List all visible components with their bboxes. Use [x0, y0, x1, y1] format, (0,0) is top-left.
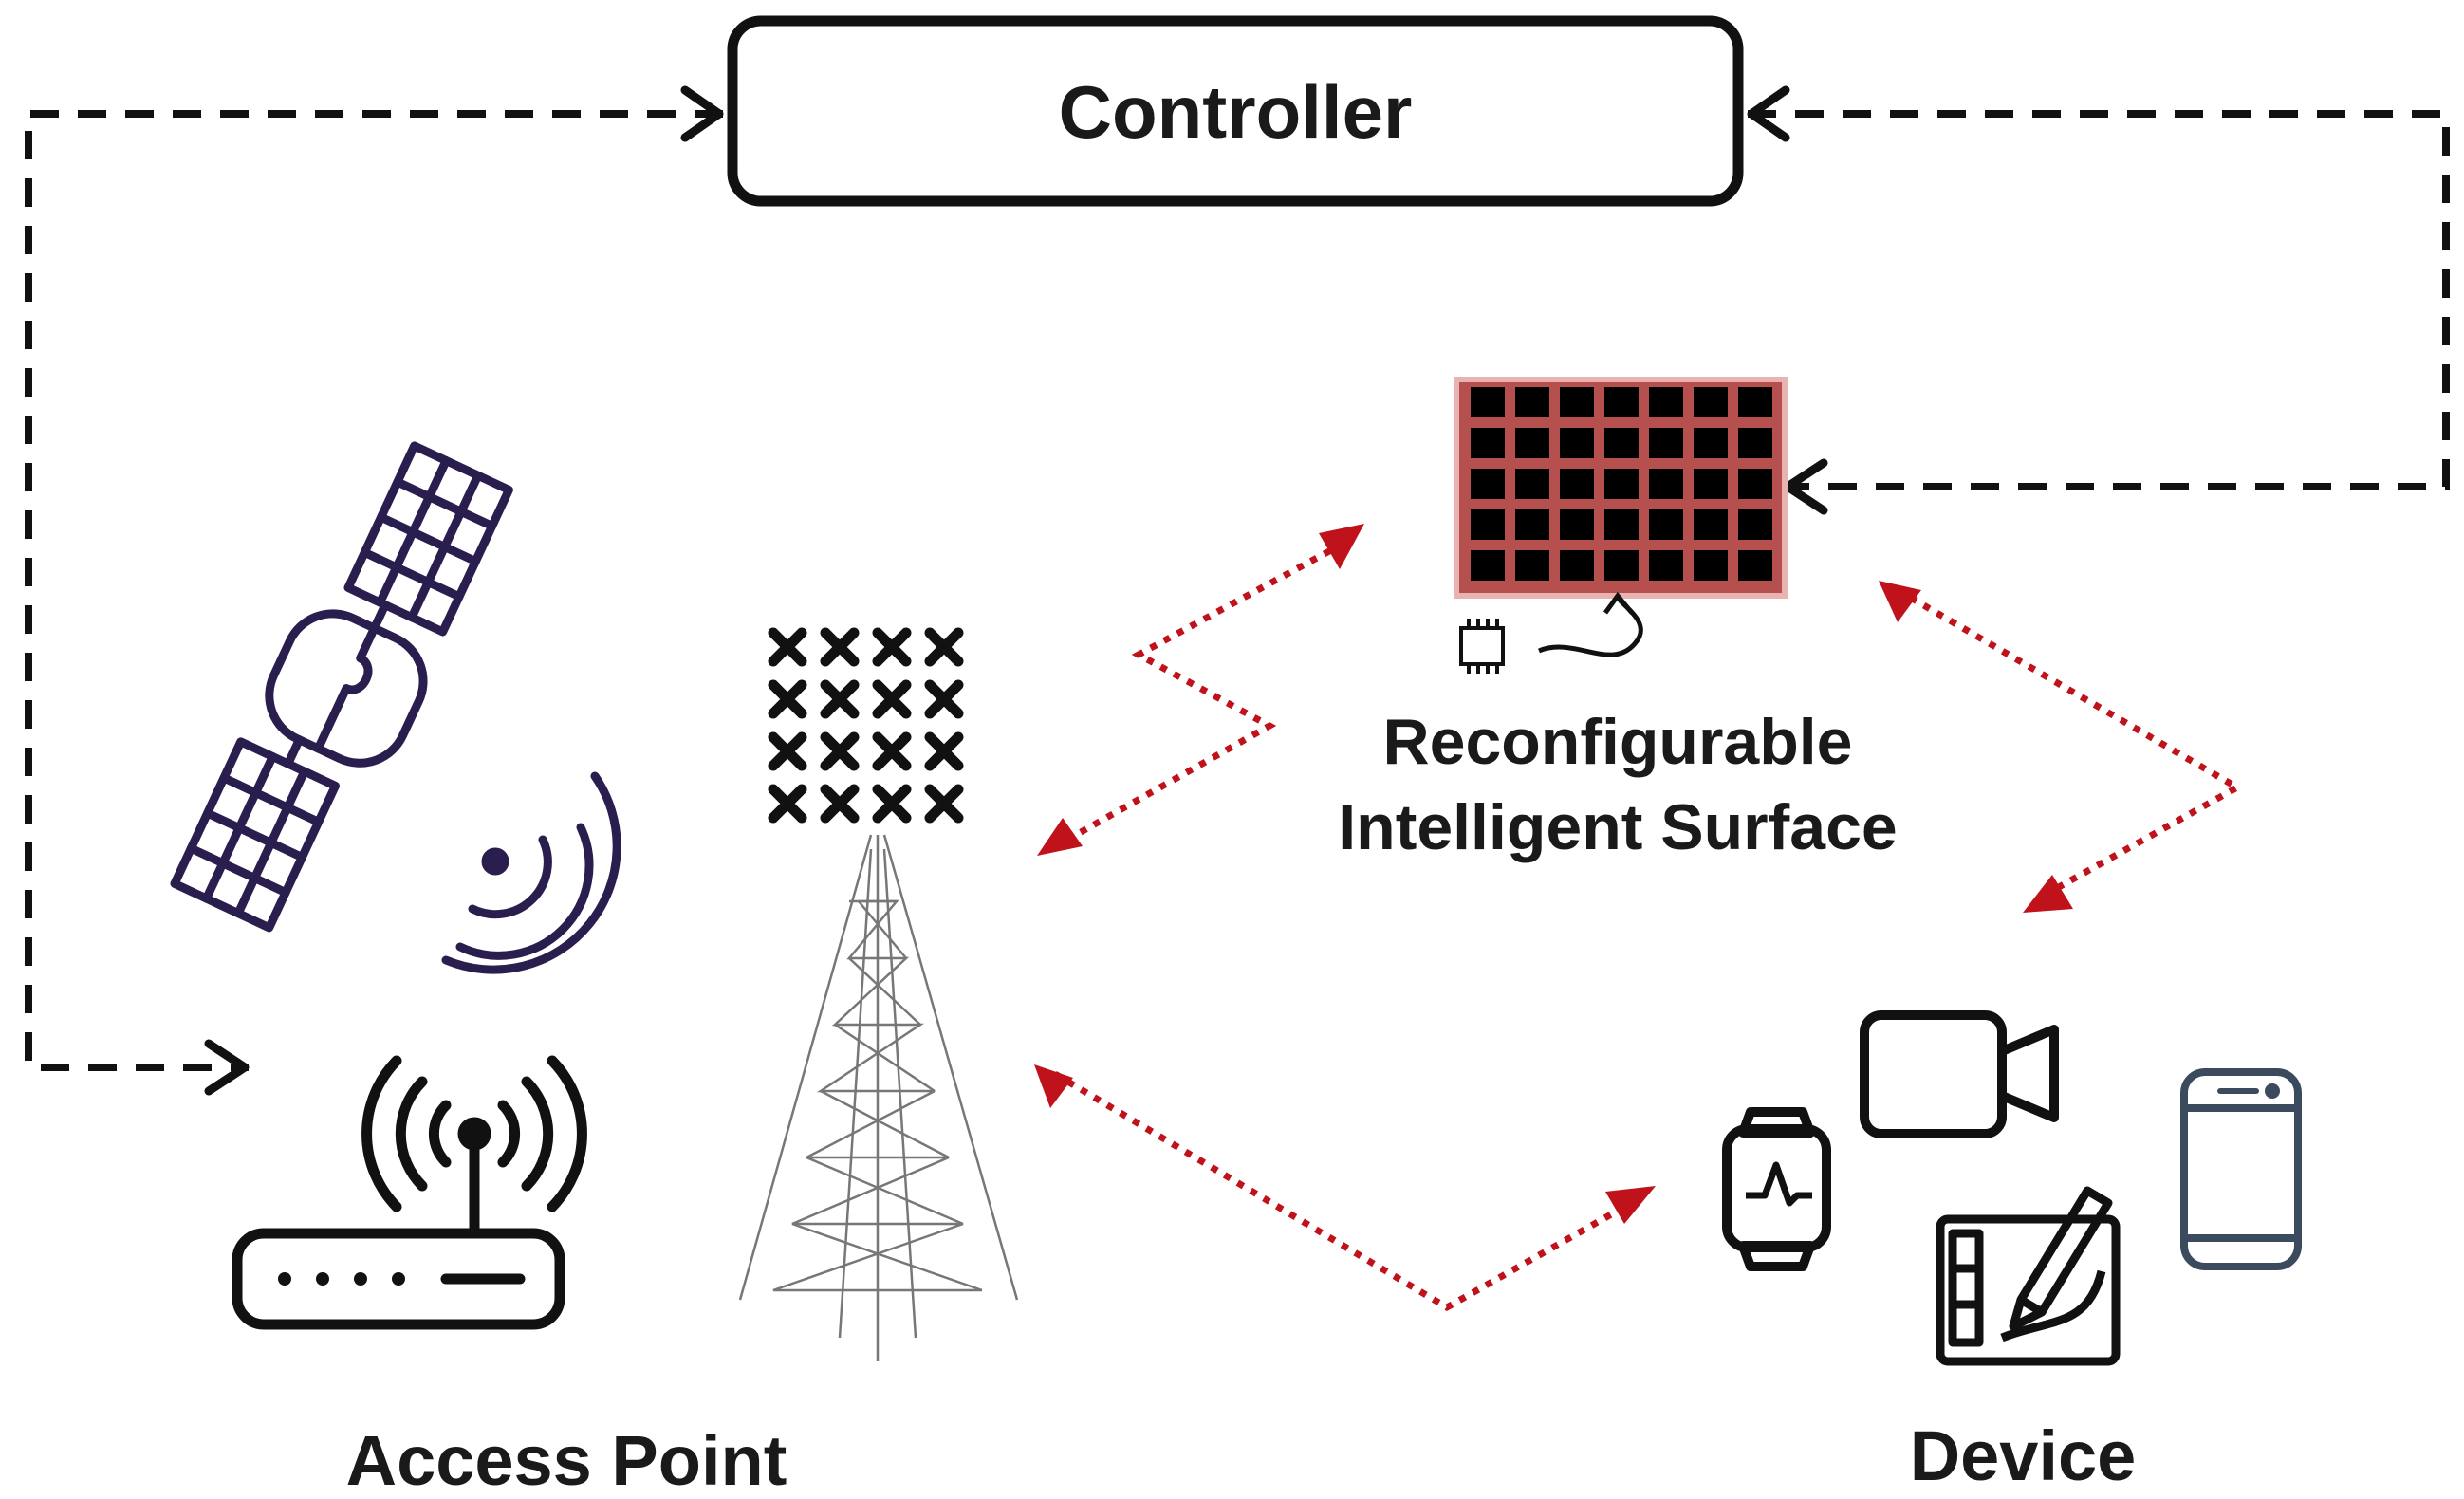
wifi-router-icon — [232, 1055, 587, 1330]
control-link-ris — [1748, 110, 2450, 490]
ris-label-line1: Reconfigurable — [1383, 706, 1853, 778]
antenna-element — [768, 679, 807, 719]
ris-element — [1515, 428, 1549, 458]
drawing-tablet-icon — [1936, 1186, 2121, 1366]
ris-element — [1471, 469, 1505, 499]
ris-element — [1738, 387, 1772, 417]
ris-element — [1738, 469, 1772, 499]
antenna-element — [924, 679, 964, 719]
wireless-link-ris-device — [1896, 586, 2245, 900]
arrowhead-into-controller-right — [1747, 85, 1790, 142]
ris-element — [1471, 509, 1505, 540]
control-link-access-point — [25, 110, 723, 1071]
antenna-element — [872, 731, 912, 771]
ris-element — [1694, 387, 1728, 417]
ris-node: Reconfigurable Intelligent Surface — [1338, 377, 1898, 863]
ris-element — [1694, 469, 1728, 499]
ris-element — [1649, 428, 1683, 458]
ris-element — [1649, 550, 1683, 581]
ris-element — [1560, 428, 1594, 458]
wireless-link-tower-ris — [1065, 535, 1354, 843]
controller-label: Controller — [1059, 70, 1413, 154]
ris-element — [1649, 387, 1683, 417]
antenna-element — [872, 627, 912, 667]
ris-element — [1471, 387, 1505, 417]
controller-node: Controller — [727, 15, 1744, 207]
smartphone-icon — [2180, 1068, 2302, 1270]
controller-box — [727, 15, 1744, 207]
ris-element — [1604, 428, 1639, 458]
wireless-link-tower-device — [1053, 1070, 1643, 1312]
antenna-element — [924, 731, 964, 771]
ris-element — [1649, 469, 1683, 499]
red-arrowhead — [2023, 875, 2073, 913]
cell-tower-icon — [738, 627, 1019, 1361]
antenna-element — [872, 784, 912, 824]
antenna-element — [924, 784, 964, 824]
ris-element — [1560, 550, 1594, 581]
antenna-element — [820, 679, 860, 719]
access-point-label: Access Point — [346, 1421, 787, 1499]
ris-element — [1694, 428, 1728, 458]
antenna-element — [820, 784, 860, 824]
satellite-icon — [170, 441, 621, 974]
ris-element — [1560, 469, 1594, 499]
ris-element — [1738, 509, 1772, 540]
ris-label-line2: Intelligent Surface — [1338, 791, 1897, 863]
ris-element — [1694, 550, 1728, 581]
ris-element — [1515, 509, 1549, 540]
ris-element — [1694, 509, 1728, 540]
antenna-array-icon — [768, 627, 964, 824]
antenna-element — [924, 627, 964, 667]
ris-cell-grid — [1471, 387, 1772, 581]
ris-element — [1738, 550, 1772, 581]
lattice-tower — [738, 834, 1019, 1361]
ris-chip-icon — [1459, 591, 1643, 674]
antenna-element — [872, 679, 912, 719]
red-arrowhead — [1034, 1064, 1073, 1108]
ris-element — [1604, 550, 1639, 581]
arrowhead-into-controller-left — [680, 85, 724, 142]
red-arrowhead — [1319, 524, 1364, 569]
ris-element — [1604, 509, 1639, 540]
smartwatch-icon — [1722, 1107, 1831, 1271]
ris-element — [1471, 428, 1505, 458]
ris-element — [1471, 550, 1505, 581]
antenna-element — [820, 627, 860, 667]
ris-element — [1604, 387, 1639, 417]
ris-element — [1515, 550, 1549, 581]
video-camera-icon — [1860, 1010, 2059, 1138]
antenna-element — [820, 731, 860, 771]
antenna-element — [768, 627, 807, 667]
ris-element — [1560, 387, 1594, 417]
ris-element — [1515, 469, 1549, 499]
arrowhead-into-access-point — [204, 1039, 250, 1096]
device-label: Device — [1910, 1416, 2137, 1495]
red-arrowhead — [1879, 581, 1921, 622]
wireless-link-arrowheads — [1034, 524, 2073, 1224]
red-arrowhead — [1605, 1186, 1656, 1224]
ris-element — [1515, 387, 1549, 417]
antenna-element — [768, 731, 807, 771]
ris-element — [1604, 469, 1639, 499]
control-links — [25, 110, 2450, 1071]
ris-element — [1560, 509, 1594, 540]
red-arrowhead — [1037, 818, 1083, 856]
wireless-links — [1053, 535, 2245, 1312]
ris-element — [1738, 428, 1772, 458]
antenna-element — [768, 784, 807, 824]
ris-element — [1649, 509, 1683, 540]
